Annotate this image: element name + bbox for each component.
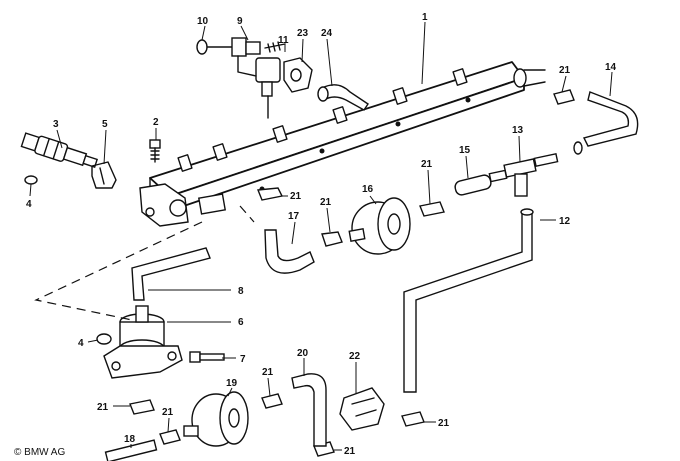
- label-part-13: 13: [512, 125, 524, 136]
- label-part-22: 22: [349, 351, 361, 362]
- vacuum-connector: [283, 57, 313, 93]
- label-part-14: 14: [605, 62, 617, 73]
- label-part-23: 23: [297, 28, 309, 39]
- vacuum-hose-bent: [317, 84, 369, 111]
- label-part-21-b: 21: [559, 65, 571, 76]
- label-part-5: 5: [102, 119, 108, 130]
- hose-8: [131, 247, 211, 301]
- label-part-21-g: 21: [262, 367, 274, 378]
- label-part-4-top: 4: [26, 199, 32, 210]
- label-part-11: 11: [278, 35, 289, 46]
- label-part-9: 9: [237, 16, 243, 27]
- label-part-19: 19: [226, 378, 238, 389]
- label-part-16: 16: [362, 184, 374, 195]
- bolt-7: [189, 351, 225, 363]
- label-part-21-e: 21: [97, 402, 109, 413]
- label-part-20: 20: [297, 348, 309, 359]
- hose-17: [264, 229, 315, 274]
- label-part-21-h: 21: [162, 407, 174, 418]
- injector-clip: [91, 161, 117, 189]
- screw: [149, 139, 161, 163]
- fuel-rail: [139, 61, 546, 227]
- leader-lines: [29, 21, 613, 451]
- hose-18: [104, 439, 158, 461]
- label-part-7: 7: [240, 354, 246, 365]
- label-part-2: 2: [153, 117, 159, 128]
- label-part-3: 3: [53, 119, 59, 130]
- label-part-18: 18: [124, 434, 136, 445]
- return-hose-12: [403, 208, 534, 393]
- label-part-21-d: 21: [320, 197, 332, 208]
- copyright-notice: © BMW AG: [14, 447, 65, 458]
- damper-19: [183, 391, 249, 447]
- bracket-22: [339, 387, 385, 431]
- label-part-21-i: 21: [344, 446, 356, 457]
- pressure-regulator-valve: [196, 37, 281, 119]
- pressure-regulator-6: [103, 305, 183, 379]
- label-part-1: 1: [422, 12, 428, 23]
- hose-clamps: [129, 89, 575, 457]
- label-part-12: 12: [559, 216, 571, 227]
- o-ring: [24, 175, 38, 185]
- part-labels: 1 2 3 4 4 5 6 7 8 9 10 11 12 13 14 15 16…: [26, 12, 617, 457]
- label-part-17: 17: [288, 211, 300, 222]
- label-part-21-c: 21: [421, 159, 433, 170]
- hose-20: [291, 373, 327, 447]
- label-part-21-f: 21: [438, 418, 450, 429]
- label-part-8: 8: [238, 286, 244, 297]
- label-part-4-lower: 4: [78, 338, 84, 349]
- small-screw: [264, 41, 286, 53]
- fuel-injector: [20, 132, 99, 168]
- label-part-15: 15: [459, 145, 471, 156]
- label-part-10: 10: [197, 16, 209, 27]
- label-part-6: 6: [238, 317, 244, 328]
- label-part-21-a: 21: [290, 191, 302, 202]
- fuel-hose-15: [454, 174, 492, 196]
- tee-connector: [488, 152, 559, 197]
- label-part-24: 24: [321, 28, 333, 39]
- return-hose-14: [573, 91, 639, 155]
- pulsation-damper-16: [348, 197, 411, 255]
- connection-lines: [34, 205, 255, 321]
- o-ring-lower: [96, 333, 112, 345]
